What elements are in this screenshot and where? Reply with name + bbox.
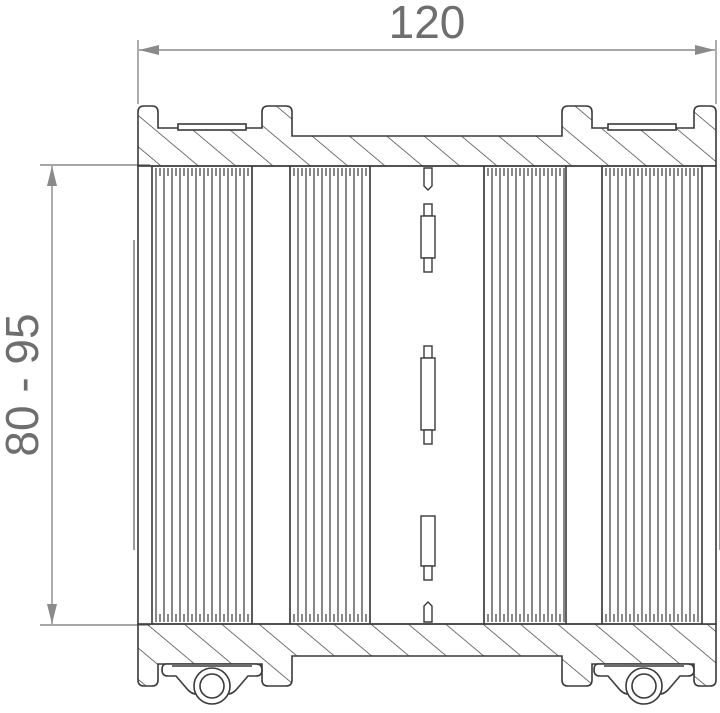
center-pin-2 xyxy=(420,345,436,445)
center-stop-top-tab xyxy=(423,167,433,191)
left-end-wall xyxy=(137,165,153,625)
width-dimension: 120 xyxy=(137,0,717,104)
center-stop xyxy=(420,167,436,623)
center-pin-1 xyxy=(420,203,436,273)
bottom-left-clamp xyxy=(161,663,263,705)
right-end-wall xyxy=(701,165,717,625)
height-dimension: 80 - 95 xyxy=(0,164,150,626)
gasket-ribs xyxy=(155,166,699,624)
top-right-clamp-recess xyxy=(607,123,677,131)
top-left-clamp-recess xyxy=(177,123,247,131)
width-dimension-label: 120 xyxy=(389,0,466,48)
bottom-wall-section xyxy=(137,623,717,687)
coupling-body xyxy=(133,105,720,687)
bottom-right-clamp xyxy=(593,663,695,705)
center-stop-bottom-tab xyxy=(423,601,433,623)
top-wall-section xyxy=(137,105,717,167)
height-dimension-label: 80 - 95 xyxy=(0,313,48,456)
center-pin-3 xyxy=(420,515,436,581)
